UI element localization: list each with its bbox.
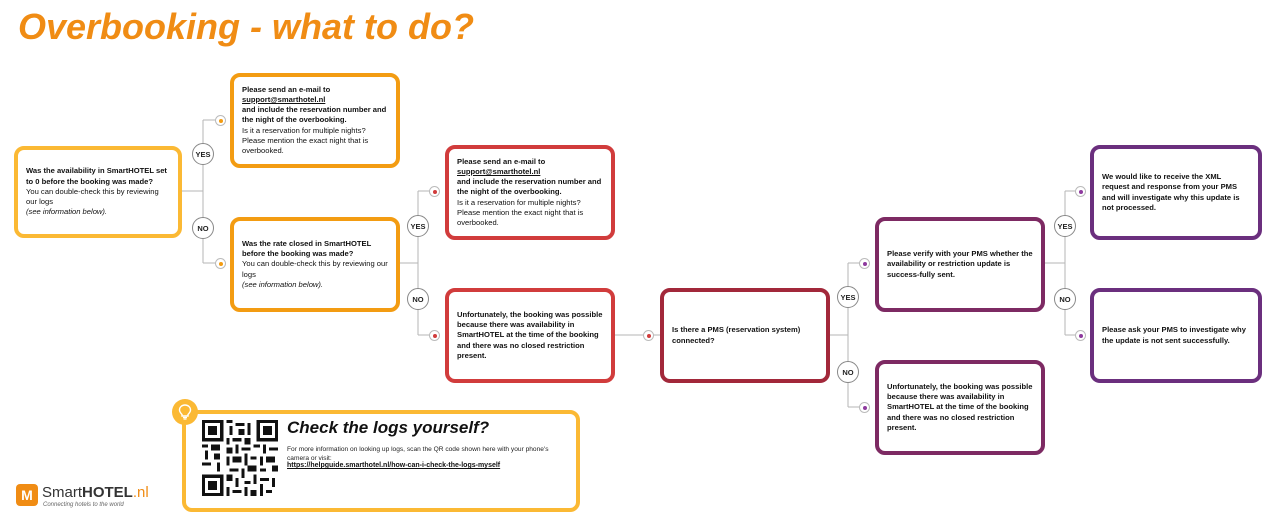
connector-dot xyxy=(1075,186,1086,197)
support-email-link[interactable]: support@smarthotel.nl xyxy=(457,166,541,176)
question-text: Is there a PMS (reservation system) conn… xyxy=(672,325,801,345)
help-guide-link[interactable]: https://helpguide.smarthotel.nl/how-can-… xyxy=(287,462,501,469)
check-logs-title: Check the logs yourself? xyxy=(287,418,490,437)
page-title: Overbooking - what to do? xyxy=(18,6,474,47)
yes-badge: YES xyxy=(407,215,429,237)
hint-text: You can double-check this by reviewing o… xyxy=(242,259,388,279)
smarthotel-logo-icon: M xyxy=(16,484,38,506)
booking-possible-text: Unfortunately, the booking was possible … xyxy=(887,381,1033,432)
email-post: and include the reservation number and t… xyxy=(457,177,602,197)
email-pre: Please send an e-mail to xyxy=(242,84,331,94)
logo-tagline: Connecting hotels to the world xyxy=(43,502,124,508)
email-pre: Please send an e-mail to xyxy=(457,156,546,166)
booking-possible-box: Unfortunately, the booking was possible … xyxy=(445,288,615,383)
lightbulb-icon xyxy=(172,399,198,425)
hint-italic: (see information below). xyxy=(242,279,324,289)
connector-dot xyxy=(215,258,226,269)
connector-dot xyxy=(1075,330,1086,341)
email-post: and include the reservation number and t… xyxy=(242,105,387,125)
yes-badge: YES xyxy=(837,286,859,308)
smarthotel-logo: SmartHOTEL.nl xyxy=(42,484,149,501)
connector-dot xyxy=(429,330,440,341)
connector-dot xyxy=(429,186,440,197)
question-availability-box: Was the availability in SmartHOTEL set t… xyxy=(14,146,182,238)
xml-text: We would like to receive the XML request… xyxy=(1102,172,1240,212)
hint-text: You can double-check this by reviewing o… xyxy=(26,186,159,207)
booking-possible-text: Unfortunately, the booking was possible … xyxy=(457,309,603,360)
check-logs-text: For more information on looking up logs,… xyxy=(287,446,549,463)
email-note: Is it a reservation for multiple nights?… xyxy=(457,197,584,228)
support-email-link[interactable]: support@smarthotel.nl xyxy=(242,94,326,104)
booking-possible-box: Unfortunately, the booking was possible … xyxy=(875,360,1045,455)
question-text: Was the availability in SmartHOTEL set t… xyxy=(26,166,167,186)
question-rate-closed-box: Was the rate closed in SmartHOTEL before… xyxy=(230,217,400,312)
yes-badge: YES xyxy=(1054,215,1076,237)
email-support-box: Please send an e-mail to support@smartho… xyxy=(445,145,615,240)
ask-pms-box: Please ask your PMS to investigate why t… xyxy=(1090,288,1262,383)
no-badge: NO xyxy=(192,217,214,239)
no-badge: NO xyxy=(1054,288,1076,310)
connector-dot xyxy=(859,258,870,269)
connector-dot xyxy=(215,115,226,126)
email-note: Is it a reservation for multiple nights?… xyxy=(242,125,369,156)
verify-text: Please verify with your PMS whether the … xyxy=(887,249,1033,279)
email-support-box: Please send an e-mail to support@smartho… xyxy=(230,73,400,168)
qr-code-icon[interactable] xyxy=(202,420,278,496)
yes-badge: YES xyxy=(192,143,214,165)
connector-dot xyxy=(643,330,654,341)
question-pms-box: Is there a PMS (reservation system) conn… xyxy=(660,288,830,383)
xml-request-box: We would like to receive the XML request… xyxy=(1090,145,1262,240)
ask-pms-text: Please ask your PMS to investigate why t… xyxy=(1102,325,1246,345)
hint-italic: (see information below). xyxy=(26,207,108,217)
question-text: Was the rate closed in SmartHOTEL before… xyxy=(242,238,372,259)
no-badge: NO xyxy=(407,288,429,310)
no-badge: NO xyxy=(837,361,859,383)
verify-pms-box: Please verify with your PMS whether the … xyxy=(875,217,1045,312)
connector-dot xyxy=(859,402,870,413)
